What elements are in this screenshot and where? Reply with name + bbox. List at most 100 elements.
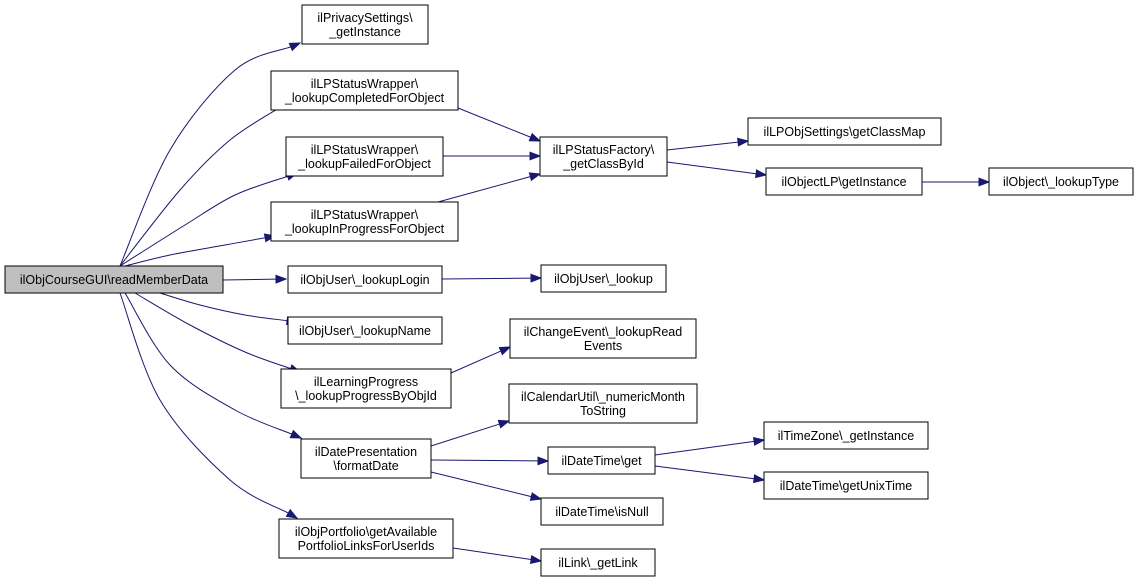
node-label-line: ilDatePresentation bbox=[315, 445, 417, 459]
node-label-line: ilTimeZone\_getInstance bbox=[778, 429, 914, 443]
node-box bbox=[4, 265, 224, 294]
node-label-line: _getClassById bbox=[562, 157, 644, 171]
arrowhead-icon bbox=[528, 132, 542, 142]
node-timezone[interactable]: ilTimeZone\_getInstance bbox=[763, 421, 929, 450]
node-label-line: _lookupInProgressForObject bbox=[284, 222, 445, 236]
edge-date_presentation-to-datetime_isnull bbox=[430, 471, 543, 501]
node-box bbox=[508, 383, 698, 424]
node-box bbox=[278, 518, 454, 559]
node-label-line: ilLPStatusWrapper\ bbox=[311, 77, 419, 91]
edge-portfolio-to-link bbox=[452, 547, 543, 564]
arrowhead-icon bbox=[289, 429, 303, 439]
node-box bbox=[280, 368, 452, 409]
arrowhead-icon bbox=[497, 419, 511, 429]
node-label-line: ilObjUser\_lookup bbox=[554, 272, 653, 286]
edge-date_presentation-to-datetime_get bbox=[430, 456, 550, 466]
node-label-line: ilLink\_getLink bbox=[558, 556, 638, 570]
node-objlp-instance[interactable]: ilObjectLP\getInstance bbox=[765, 167, 923, 196]
node-object-lookup-type[interactable]: ilObject\_lookupType bbox=[988, 167, 1134, 196]
node-portfolio[interactable]: ilObjPortfolio\getAvailablePortfolioLink… bbox=[278, 518, 454, 559]
node-label-line: ilPrivacySettings\ bbox=[317, 11, 413, 25]
edge-line bbox=[119, 106, 282, 267]
node-box bbox=[747, 117, 942, 146]
node-lpobj-settings[interactable]: ilLPObjSettings\getClassMap bbox=[747, 117, 942, 146]
node-link[interactable]: ilLink\_getLink bbox=[540, 548, 656, 577]
node-label-line: ilObjPortfolio\getAvailable bbox=[295, 525, 437, 539]
edge-line bbox=[119, 292, 289, 514]
node-box bbox=[763, 471, 929, 500]
node-box bbox=[509, 318, 697, 359]
node-label-line: Events bbox=[584, 339, 622, 353]
edge-lps_factory-to-objlp_instance bbox=[666, 161, 768, 179]
node-box bbox=[300, 438, 432, 479]
node-label-line: ilObjUser\_lookupLogin bbox=[300, 273, 429, 287]
edge-line bbox=[119, 46, 291, 267]
node-unixtime[interactable]: ilDateTime\getUnixTime bbox=[763, 471, 929, 500]
arrowhead-icon bbox=[753, 474, 766, 484]
edge-line bbox=[430, 459, 539, 462]
nodes: ilObjCourseGUI\readMemberData ilPrivacySe… bbox=[4, 4, 1134, 577]
arrowhead-icon bbox=[530, 273, 543, 283]
edge-datetime_get-to-timezone bbox=[654, 436, 766, 456]
node-box bbox=[988, 167, 1134, 196]
arrowhead-icon bbox=[288, 42, 302, 52]
arrowhead-icon bbox=[537, 456, 550, 466]
node-label-line: ilDateTime\getUnixTime bbox=[780, 479, 912, 493]
node-learning-progress[interactable]: ilLearningProgress\_lookupProgressByObjI… bbox=[280, 368, 452, 409]
edge-root-to-privacy bbox=[119, 42, 302, 267]
edge-line bbox=[222, 278, 277, 281]
edge-line bbox=[441, 277, 532, 280]
node-label-line: ilDateTime\get bbox=[561, 454, 642, 468]
edge-root-to-learning_progress bbox=[134, 292, 302, 373]
node-box bbox=[270, 201, 459, 242]
arrowhead-icon bbox=[755, 169, 768, 179]
node-box bbox=[540, 264, 667, 293]
node-label-line: _lookupCompletedForObject bbox=[284, 91, 445, 105]
edge-line bbox=[457, 107, 531, 138]
node-box bbox=[301, 4, 429, 45]
node-user-lookup-name[interactable]: ilObjUser\_lookupName bbox=[287, 316, 443, 345]
node-root[interactable]: ilObjCourseGUI\readMemberData bbox=[4, 265, 224, 294]
node-box bbox=[287, 316, 443, 345]
node-datetime-get[interactable]: ilDateTime\get bbox=[547, 446, 656, 475]
node-privacy[interactable]: ilPrivacySettings\_getInstance bbox=[301, 4, 429, 45]
edge-lpw_completed-to-lps_factory bbox=[457, 107, 542, 142]
node-user-lookup-login[interactable]: ilObjUser\_lookupLogin bbox=[287, 265, 443, 294]
arrowhead-icon bbox=[978, 177, 991, 187]
node-label-line: ilLPStatusFactory\ bbox=[553, 143, 655, 157]
node-lps-factory[interactable]: ilLPStatusFactory\_getClassById bbox=[539, 136, 668, 177]
node-label-line: PortfolioLinksForUserIds bbox=[298, 539, 435, 553]
node-box bbox=[270, 70, 459, 111]
arrowhead-icon bbox=[529, 151, 542, 161]
node-box bbox=[285, 136, 444, 177]
node-date-presentation[interactable]: ilDatePresentation\formatDate bbox=[300, 438, 432, 479]
edge-line bbox=[119, 175, 288, 267]
node-user-lookup[interactable]: ilObjUser\_lookup bbox=[540, 264, 667, 293]
node-box bbox=[763, 421, 929, 450]
node-lpw-progress[interactable]: ilLPStatusWrapper\_lookupInProgressForOb… bbox=[270, 201, 459, 242]
node-lpw-failed[interactable]: ilLPStatusWrapper\_lookupFailedForObject bbox=[285, 136, 444, 177]
arrowhead-icon bbox=[737, 137, 750, 147]
edge-line bbox=[654, 440, 755, 456]
node-label-line: ilObjUser\_lookupName bbox=[299, 324, 431, 338]
arrowhead-icon bbox=[285, 508, 299, 519]
edge-root-to-portfolio bbox=[119, 292, 299, 519]
edge-line bbox=[159, 292, 288, 322]
node-label-line: ilObjectLP\getInstance bbox=[781, 175, 906, 189]
edge-root-to-date_presentation bbox=[124, 292, 303, 439]
edge-objlp_instance-to-object_lookup_type bbox=[922, 177, 991, 187]
node-label-line: _getInstance bbox=[328, 25, 401, 39]
edge-root-to-user_lookup_login bbox=[222, 274, 288, 284]
node-box bbox=[287, 265, 443, 294]
node-label-line: ilLearningProgress bbox=[314, 375, 418, 389]
node-label-line: \formatDate bbox=[333, 459, 398, 473]
edge-user_lookup_login-to-user_lookup bbox=[441, 273, 543, 283]
node-lpw-completed[interactable]: ilLPStatusWrapper\_lookupCompletedForObj… bbox=[270, 70, 459, 111]
edge-line bbox=[666, 141, 739, 151]
edge-line bbox=[124, 237, 266, 267]
node-datetime-isnull[interactable]: ilDateTime\isNull bbox=[540, 497, 664, 526]
edge-line bbox=[430, 471, 532, 498]
node-box bbox=[540, 548, 656, 577]
